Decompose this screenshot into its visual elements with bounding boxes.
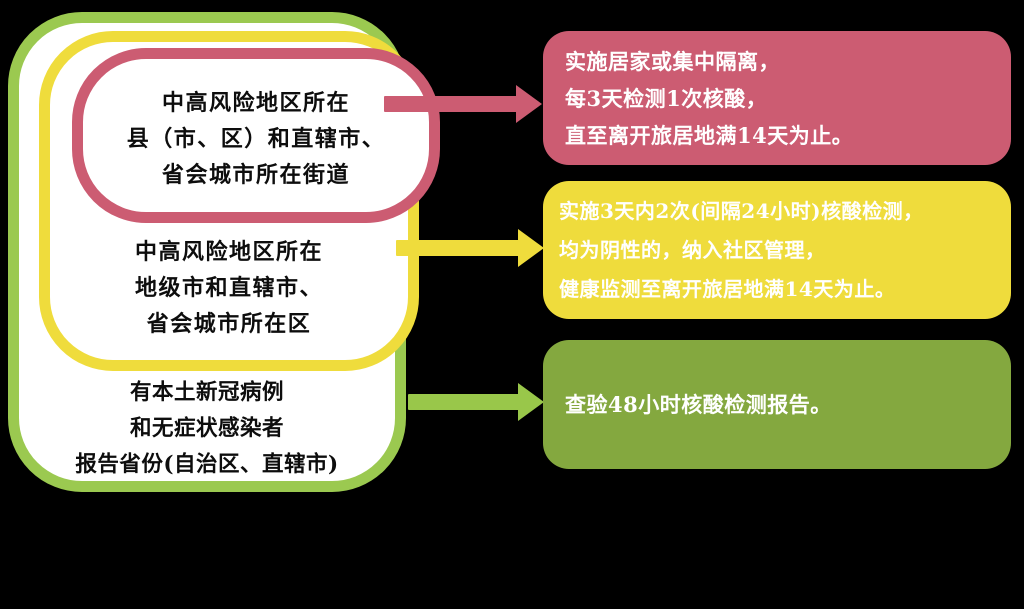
- arrow-head: [518, 229, 544, 267]
- action-panel-green-text: 查验48小时核酸检测报告。: [565, 391, 832, 417]
- risk-level-yellow-outline[interactable]: 中高风险地区所在 县（市、区）和直辖市、 省会城市所在街道 中高风险地区所在 地…: [39, 31, 440, 371]
- action-panel-pink-text: 实施居家或集中隔离， 每3天检测1次核酸， 直至离开旅居地满14天为止。: [565, 48, 854, 148]
- action-panel-pink[interactable]: 实施居家或集中隔离， 每3天检测1次核酸， 直至离开旅居地满14天为止。: [543, 31, 1011, 165]
- arrow-head: [516, 85, 542, 123]
- action-panel-yellow-text: 实施3天内2次(间隔24小时)核酸检测， 均为阴性的，纳入社区管理， 健康监测至…: [559, 198, 924, 301]
- arrow-shaft: [408, 394, 530, 410]
- risk-level-green-outline[interactable]: 中高风险地区所在 县（市、区）和直辖市、 省会城市所在街道 中高风险地区所在 地…: [8, 12, 440, 492]
- risk-level-pink-outline[interactable]: 中高风险地区所在 县（市、区）和直辖市、 省会城市所在街道: [72, 48, 440, 223]
- risk-level-yellow-label: 中高风险地区所在 地级市和直辖市、 省会城市所在区: [134, 239, 323, 337]
- risk-level-pink-label: 中高风险地区所在 县（市、区）和直辖市、 省会城市所在街道: [126, 90, 386, 188]
- risk-level-green-label: 有本土新冠病例 和无症状感染者 报告省份(自治区、直辖市): [75, 380, 339, 477]
- action-panel-green[interactable]: 查验48小时核酸检测报告。: [543, 340, 1011, 469]
- arrow-head: [518, 383, 544, 421]
- action-panel-yellow[interactable]: 实施3天内2次(间隔24小时)核酸检测， 均为阴性的，纳入社区管理， 健康监测至…: [543, 181, 1011, 319]
- arrow-shaft: [384, 96, 528, 112]
- arrow-shaft: [396, 240, 530, 256]
